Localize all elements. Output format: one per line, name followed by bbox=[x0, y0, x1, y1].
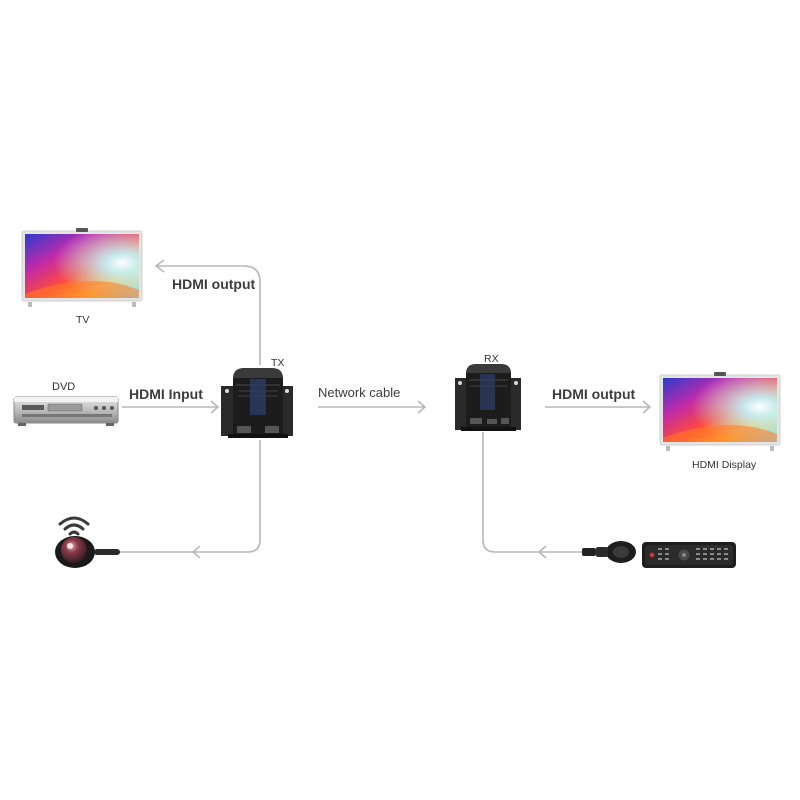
line-tx-to-ir-receiver bbox=[118, 440, 261, 553]
line-rx-to-ir-emitter bbox=[482, 432, 585, 553]
ir-emitter-icon bbox=[582, 541, 636, 563]
line-tx-to-tv bbox=[156, 265, 261, 365]
arrow-to-display bbox=[642, 400, 652, 414]
arrow-to-tx bbox=[210, 400, 220, 414]
ir-receiver-eye-icon bbox=[55, 536, 120, 568]
tv-icon bbox=[21, 228, 143, 307]
extender-receiver-icon bbox=[455, 364, 521, 431]
tx-label: TX bbox=[271, 357, 285, 369]
dvd-label: DVD bbox=[52, 381, 76, 393]
extender-transmitter-icon bbox=[221, 368, 293, 438]
wireless-signal-icon bbox=[58, 516, 90, 536]
remote-control-icon bbox=[642, 542, 736, 568]
connection-lines bbox=[118, 259, 652, 559]
hdmi-display-tv-icon bbox=[659, 372, 781, 451]
arrow-from-ir-emitter bbox=[537, 545, 547, 559]
hdmi-input-label: HDMI Input bbox=[129, 386, 203, 402]
arrow-to-rx bbox=[417, 400, 427, 414]
dvd-player-icon bbox=[13, 396, 119, 426]
arrow-to-ir-receiver bbox=[191, 545, 201, 559]
hdmi-output-label-right: HDMI output bbox=[552, 386, 636, 402]
rx-label: RX bbox=[484, 353, 499, 365]
arrow-to-tv bbox=[154, 259, 165, 273]
hdmi-output-label-left: HDMI output bbox=[172, 276, 256, 292]
hdmi-display-label: HDMI Display bbox=[692, 459, 757, 471]
network-cable-label: Network cable bbox=[318, 385, 401, 400]
tv-label: TV bbox=[76, 314, 90, 326]
